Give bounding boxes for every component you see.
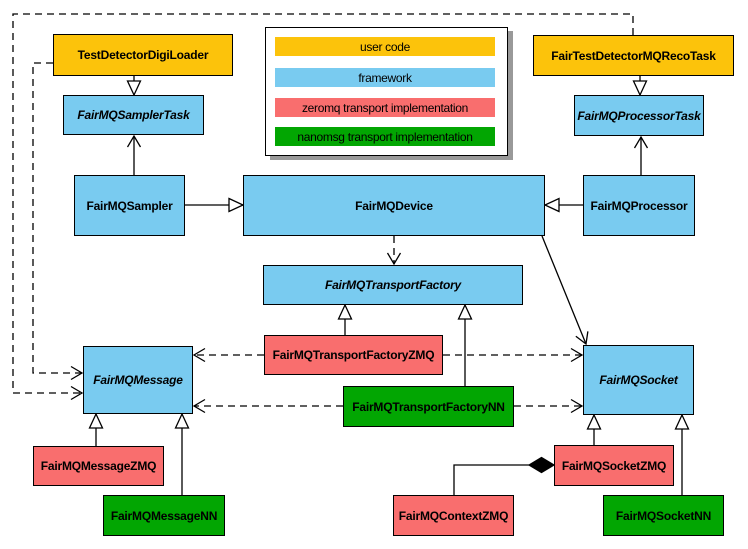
edge-socketzmq-owns-contextzmq [453,464,529,495]
class-fairmqtransportfactory: FairMQTransportFactory [263,265,523,305]
class-fairmqmessagenn: FairMQMessageNN [103,495,225,536]
legend: user code framework zeromq transport imp… [265,27,508,156]
legend-item-user-code: user code [275,37,495,56]
class-fairmqmessagezmq: FairMQMessageZMQ [33,446,164,486]
edge-device-uses-socket [541,235,589,346]
class-fairmqsocket: FairMQSocket [583,345,694,415]
class-fairmqprocessor: FairMQProcessor [583,175,695,236]
legend-item-framework: framework [275,68,495,87]
class-fairmqsamplertask: FairMQSamplerTask [63,95,204,135]
class-fairmqtransportfactoryzmq: FairMQTransportFactoryZMQ [264,335,443,375]
legend-item-zeromq: zeromq transport implementation [275,98,495,117]
class-fairmqcontextzmq: FairMQContextZMQ [393,495,514,536]
legend-item-nanomsg: nanomsg transport implementation [275,127,495,146]
class-fairmqdevice: FairMQDevice [243,175,545,236]
class-fairtestdetectormqrecotask: FairTestDetectorMQRecoTask [533,35,734,76]
composition-diamond-icon [527,456,556,474]
class-testdetectordigiloader: TestDetectorDigiLoader [53,34,233,76]
class-fairmqprocessortask: FairMQProcessorTask [574,95,704,136]
class-fairmqsocketzmq: FairMQSocketZMQ [554,445,674,486]
class-fairmqsampler: FairMQSampler [74,175,185,236]
class-fairmqsocketnn: FairMQSocketNN [603,495,724,536]
class-fairmqtransportfactorynn: FairMQTransportFactoryNN [343,386,514,427]
class-fairmqmessage: FairMQMessage [83,346,193,414]
